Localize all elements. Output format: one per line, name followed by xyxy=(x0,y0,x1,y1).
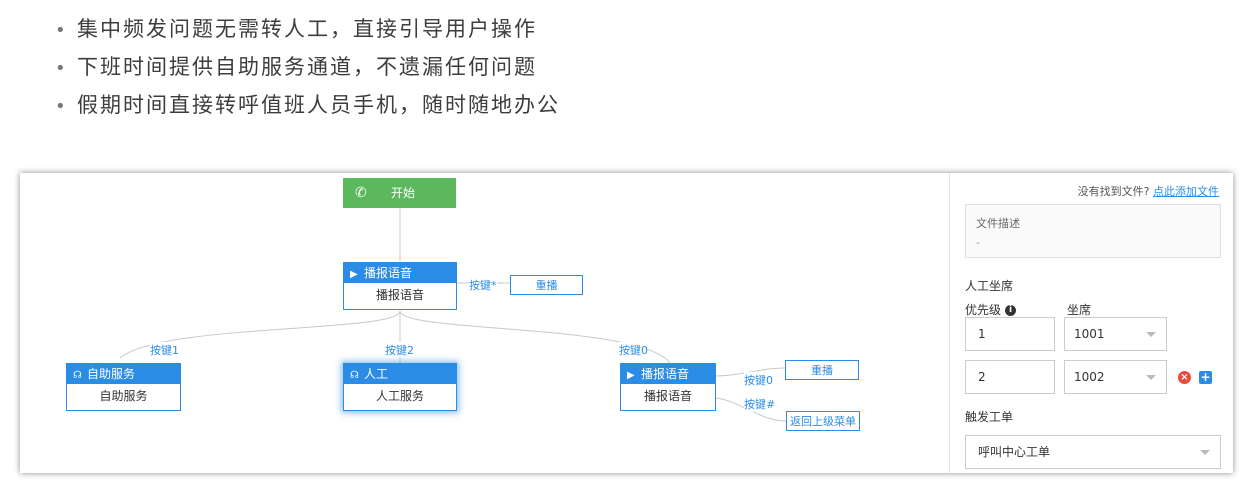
bullet-dot: • xyxy=(55,96,68,117)
remove-row-icon[interactable]: × xyxy=(1178,371,1191,384)
edge-label-key0: 按键0 xyxy=(619,342,648,358)
priority-label: 优先级 xyxy=(965,303,1002,317)
bullet-dot: • xyxy=(55,20,68,41)
file-desc-value: - xyxy=(976,236,980,249)
seat-select-value: 1002 xyxy=(1074,370,1105,384)
chevron-down-icon xyxy=(1146,375,1156,380)
node-header: ☊ 人工 xyxy=(344,364,456,384)
node-header: ▶ 播报语音 xyxy=(344,263,456,283)
edge-label-sub-key0: 按键0 xyxy=(744,372,773,388)
feature-list: • 集中频发问题无需转人工，直接引导用户操作 • 下班时间提供自助服务通道，不遗漏任… xyxy=(55,10,560,124)
start-label: 开始 xyxy=(391,186,416,200)
node-title: 自助服务 xyxy=(87,367,136,381)
flow-canvas: ✆ 开始 ▶ 播报语音 播报语音 按键* 重播 按键1 按键2 按键0 ☊ 自助服务… xyxy=(20,173,948,473)
seat-select[interactable]: 1002 xyxy=(1064,360,1167,394)
file-description-box: 文件描述 - xyxy=(965,204,1221,258)
add-row-icon[interactable]: + xyxy=(1199,370,1212,384)
seat-select[interactable]: 1001 xyxy=(1064,317,1167,351)
self-service-node[interactable]: ☊ 自助服务 自助服务 xyxy=(66,363,181,411)
feature-text: 集中频发问题无需转人工，直接引导用户操作 xyxy=(77,17,537,41)
headset-icon: ☊ xyxy=(73,370,82,381)
feature-item: • 集中频发问题无需转人工，直接引导用户操作 xyxy=(55,10,560,48)
ticket-type-select[interactable]: 呼叫中心工单 xyxy=(965,435,1221,469)
seat-label: 坐席 xyxy=(1067,303,1092,317)
priority-input[interactable]: 1 xyxy=(965,317,1055,351)
phone-icon: ✆ xyxy=(355,185,367,201)
ivr-editor-screenshot: ✆ 开始 ▶ 播报语音 播报语音 按键* 重播 按键1 按键2 按键0 ☊ 自助服务… xyxy=(20,173,1233,473)
back-to-menu-tag[interactable]: 返回上级菜单 xyxy=(786,411,860,431)
add-file-link[interactable]: 点此添加文件 xyxy=(1153,185,1219,198)
node-body: 人工服务 xyxy=(375,389,424,403)
edge-label-key2: 按键2 xyxy=(385,342,414,358)
node-header: ▶ 播报语音 xyxy=(621,364,715,384)
connector-key0 xyxy=(399,310,671,364)
priority-input[interactable]: 2 xyxy=(965,360,1055,394)
feature-item: • 假期时间直接转呼值班人员手机，随时随地办公 xyxy=(55,86,560,124)
node-body: 自助服务 xyxy=(99,389,148,403)
node-header: ☊ 自助服务 xyxy=(67,364,180,384)
replay-tag-main[interactable]: 重播 xyxy=(510,275,583,295)
broadcast-node-main[interactable]: ▶ 播报语音 播报语音 xyxy=(343,262,457,310)
connector-key1 xyxy=(119,310,401,359)
feature-text: 假期时间直接转呼值班人员手机，随时随地办公 xyxy=(77,93,560,117)
file-desc-label: 文件描述 xyxy=(976,217,1020,230)
start-node[interactable]: ✆ 开始 xyxy=(343,178,456,208)
node-body: 播报语音 xyxy=(375,288,424,302)
node-title: 播报语音 xyxy=(641,367,690,381)
node-title: 人工 xyxy=(364,367,389,381)
info-icon[interactable]: i xyxy=(1005,305,1017,316)
chevron-down-icon xyxy=(1146,332,1156,337)
seat-select-value: 1001 xyxy=(1074,327,1105,341)
edge-label-star: 按键* xyxy=(469,277,497,293)
feature-item: • 下班时间提供自助服务通道，不遗漏任何问题 xyxy=(55,48,560,86)
chevron-down-icon xyxy=(1200,450,1210,455)
manual-service-node[interactable]: ☊ 人工 人工服务 xyxy=(343,363,457,411)
edge-label-sub-hash: 按键# xyxy=(744,396,776,412)
agent-section-title: 人工坐席 xyxy=(965,279,1014,293)
headset-icon: ☊ xyxy=(350,370,359,381)
node-title: 播报语音 xyxy=(364,266,413,280)
feature-text: 下班时间提供自助服务通道，不遗漏任何问题 xyxy=(77,55,537,79)
hint-text: 没有找到文件? xyxy=(1077,185,1150,198)
replay-tag-sub[interactable]: 重播 xyxy=(785,360,859,380)
trigger-section-title: 触发工单 xyxy=(965,410,1014,424)
play-icon: ▶ xyxy=(627,370,635,381)
ticket-type-value: 呼叫中心工单 xyxy=(978,445,1051,459)
bullet-dot: • xyxy=(55,58,68,79)
play-icon: ▶ xyxy=(350,269,358,280)
file-not-found-hint: 没有找到文件? 点此添加文件 xyxy=(1078,183,1219,199)
node-body: 播报语音 xyxy=(643,389,692,403)
broadcast-node-sub[interactable]: ▶ 播报语音 播报语音 xyxy=(620,363,716,411)
edge-label-key1: 按键1 xyxy=(150,342,179,358)
